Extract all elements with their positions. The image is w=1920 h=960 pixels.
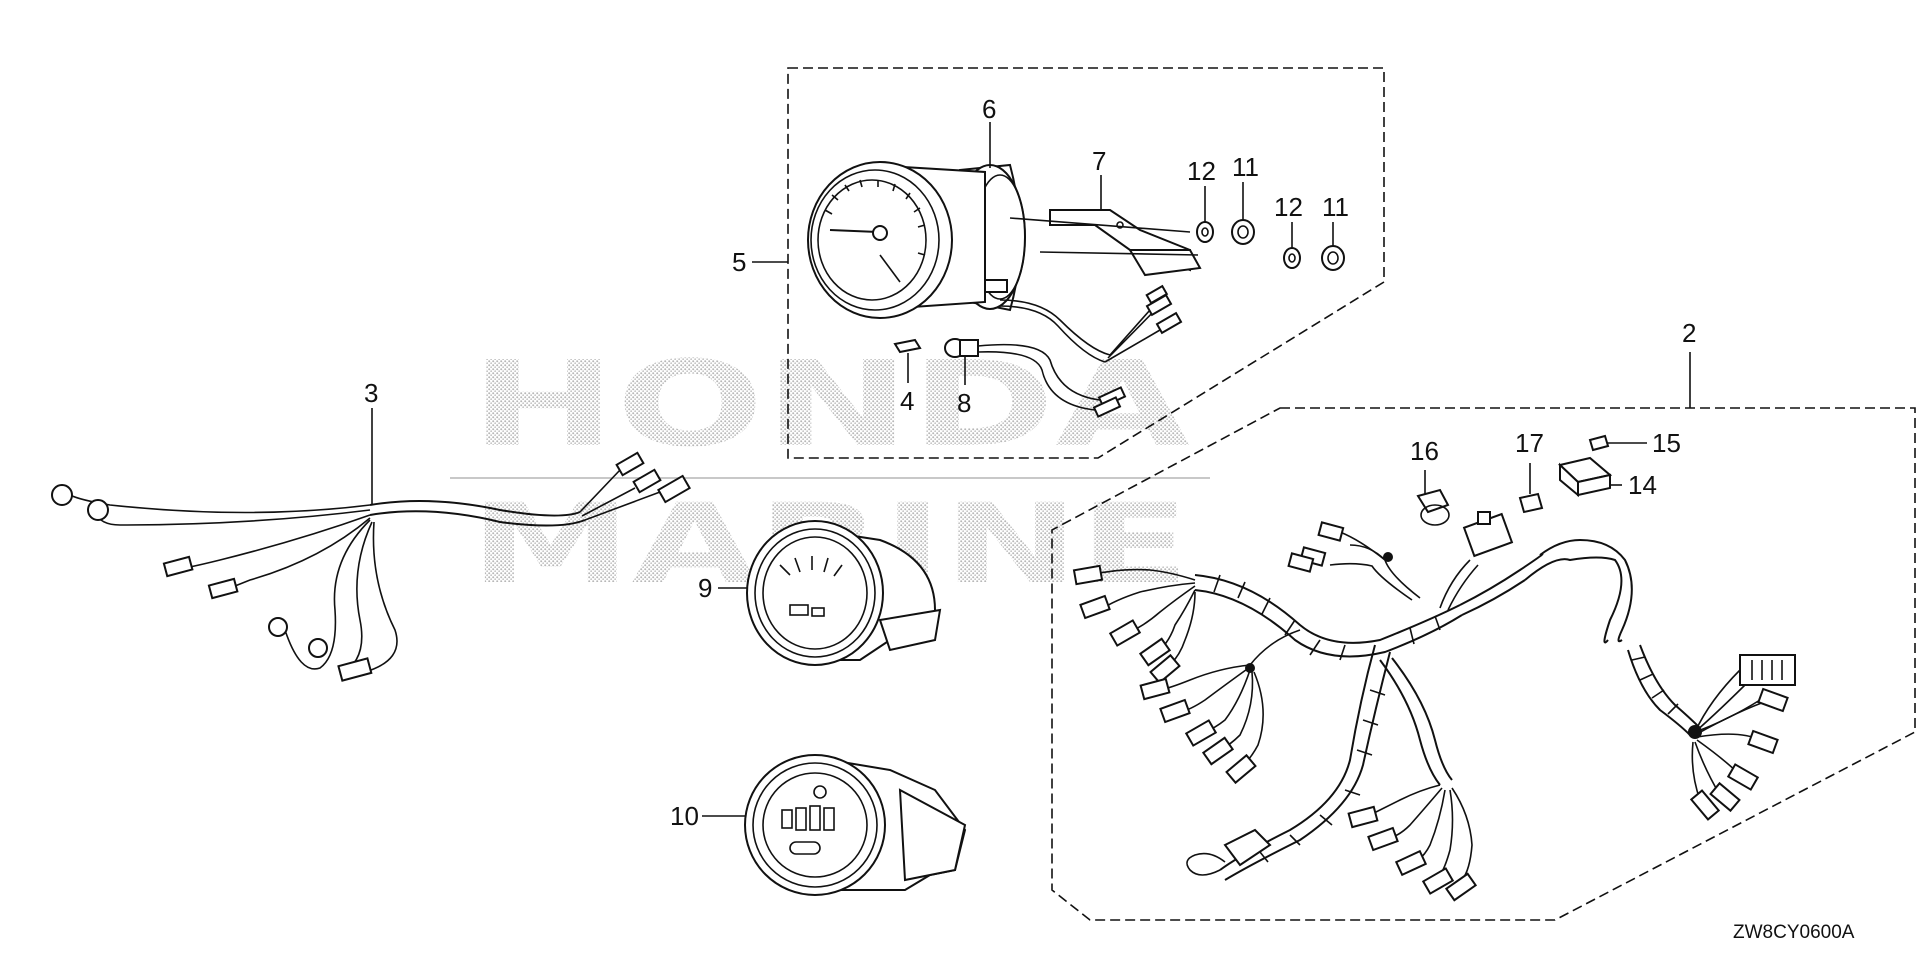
callout-2: 2	[1682, 318, 1696, 348]
bulb	[893, 338, 922, 354]
callout-7: 7	[1092, 146, 1106, 176]
diagram-code: ZW8CY0600A	[1733, 922, 1855, 943]
meter-bracket	[1049, 209, 1202, 277]
watermark-honda: HONDA	[470, 335, 1190, 473]
relay	[1557, 456, 1613, 498]
callout-10: 10	[670, 801, 699, 831]
mount-stud-line-upper	[1009, 217, 1191, 233]
callout-16: 16	[1410, 436, 1439, 466]
nut-11a	[1231, 219, 1255, 245]
callout-12a: 12	[1187, 156, 1216, 186]
main-harness-group-box	[1051, 407, 1916, 921]
meter-assembly-group-box	[787, 67, 1385, 459]
callout-8: 8	[957, 388, 971, 418]
callout-6: 6	[982, 94, 996, 124]
leader-lines	[371, 122, 1691, 817]
callout-11a: 11	[1232, 152, 1259, 182]
mini-fuse	[1588, 434, 1610, 452]
fuse	[1518, 492, 1544, 514]
tachometer-gauge	[807, 161, 1183, 363]
callout-11b: 11	[1322, 192, 1349, 222]
washer-12a	[1196, 221, 1214, 243]
callout-15: 15	[1652, 428, 1681, 458]
bulb-socket	[944, 338, 1127, 418]
trim-gauge	[746, 520, 942, 666]
callout-14: 14	[1628, 470, 1657, 500]
fuel-gauge	[744, 754, 967, 896]
nut-11b	[1321, 245, 1345, 271]
mount-stud-line	[1039, 251, 1199, 256]
callout-4: 4	[900, 386, 914, 416]
callout-5: 5	[732, 247, 746, 277]
wire-clip	[1416, 488, 1450, 526]
callout-3: 3	[364, 378, 378, 408]
washer-12b	[1283, 247, 1301, 269]
main-wire-harness	[1072, 511, 1796, 902]
callout-labels: 6 7 12 11 12 11 5 4 8 3 9 10 2 16 17 15 …	[364, 94, 1696, 831]
sub-wire-harness	[51, 451, 691, 682]
callout-17: 17	[1515, 428, 1544, 458]
callout-12b: 12	[1274, 192, 1303, 222]
callout-9: 9	[698, 573, 712, 603]
